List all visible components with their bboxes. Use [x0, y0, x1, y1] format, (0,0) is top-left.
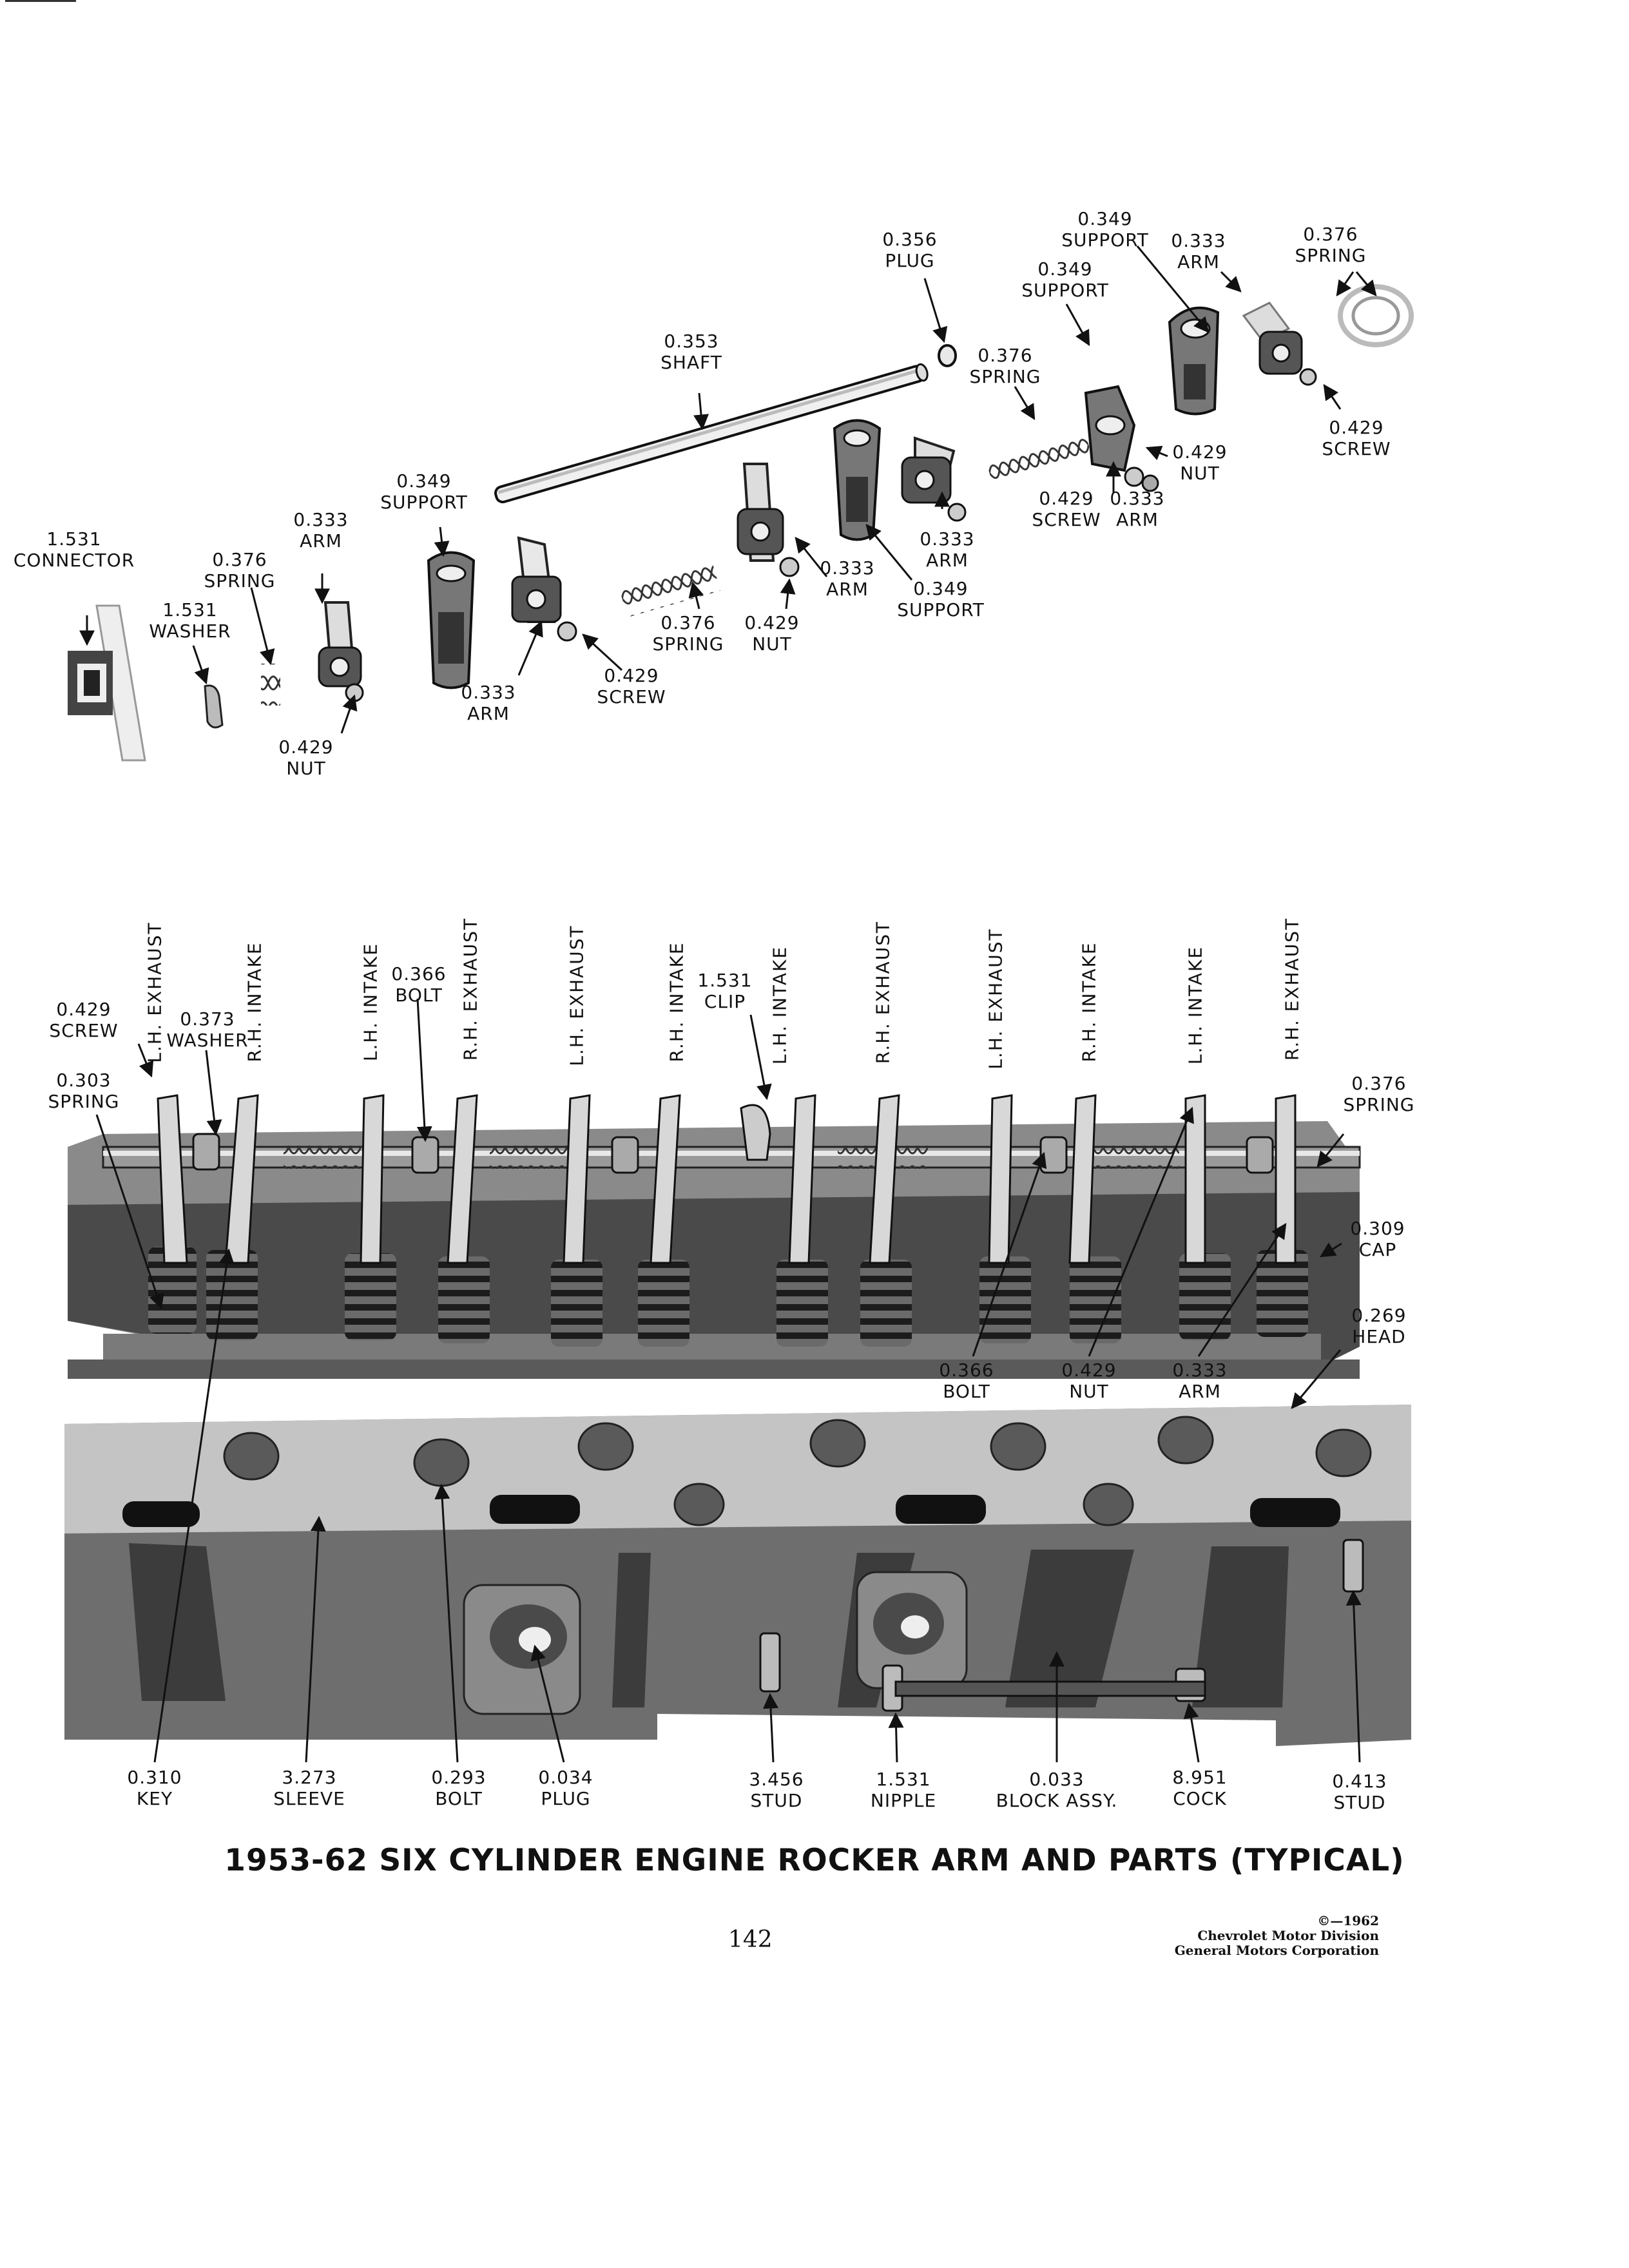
rocker-arm-part: [1242, 302, 1317, 386]
support-part: [1168, 306, 1220, 416]
rocker-arm-part: [318, 601, 364, 702]
shaft-supports: [192, 1133, 1274, 1174]
shaft-clip: [740, 1104, 771, 1161]
exploded-leaders: [79, 245, 1377, 734]
exploded-parts: [68, 284, 1414, 762]
block-fittings: [759, 1539, 1364, 1712]
copyright-line: ©—1962: [1317, 1913, 1379, 1928]
rocker-label: R.H. INTAKE: [666, 941, 688, 1062]
copyright-notice: ©—1962 Chevrolet Motor Division General …: [1175, 1914, 1379, 1958]
shaft-spring-part: [619, 559, 720, 618]
assembly-leaders: [95, 998, 1362, 1763]
rocker-arm-part: [737, 463, 800, 577]
rocker-arm-part: [511, 536, 577, 642]
copyright-line: General Motors Corporation: [1174, 1943, 1379, 1958]
rocker-label: R.H. EXHAUST: [459, 917, 481, 1061]
scan-edge-mark: [5, 0, 76, 2]
shaft-spring-part: [986, 432, 1094, 491]
rocker-label: R.H. EXHAUST: [872, 920, 894, 1064]
rocker-label: R.H. EXHAUST: [1281, 917, 1303, 1061]
core-plugs: [463, 1571, 968, 1715]
copyright-line: Chevrolet Motor Division: [1197, 1928, 1379, 1943]
assembled-rocker-arms: [157, 1094, 1296, 1264]
rocker-label: L.H. EXHAUST: [985, 928, 1007, 1070]
valve-springs: [148, 1247, 1308, 1347]
rocker-label: L.H. EXHAUST: [566, 925, 588, 1066]
support-part: [833, 419, 882, 541]
ports: [122, 1495, 1340, 1527]
rocker-label: L.H. INTAKE: [1184, 945, 1206, 1065]
washer-part: [204, 684, 224, 729]
rocker-label: R.H. INTAKE: [1078, 941, 1100, 1062]
plug-part: [938, 344, 957, 367]
rocker-label: L.H. INTAKE: [360, 942, 381, 1062]
small-spring-part: [261, 664, 280, 706]
rocker-arm-part: [901, 436, 967, 522]
end-spring-part: [1338, 284, 1414, 347]
page-number: 142: [728, 1927, 773, 1953]
connector-part: [68, 604, 146, 762]
figure-title: 1953-62 SIX CYLINDER ENGINE ROCKER ARM A…: [224, 1843, 1405, 1878]
assembly-photo: [64, 1094, 1411, 1746]
rocker-label: L.H. INTAKE: [769, 945, 791, 1065]
rocker-label: L.H. EXHAUST: [144, 921, 166, 1063]
support-part: [1084, 385, 1159, 492]
support-part: [427, 551, 476, 689]
head-bolts: [223, 1416, 1372, 1526]
